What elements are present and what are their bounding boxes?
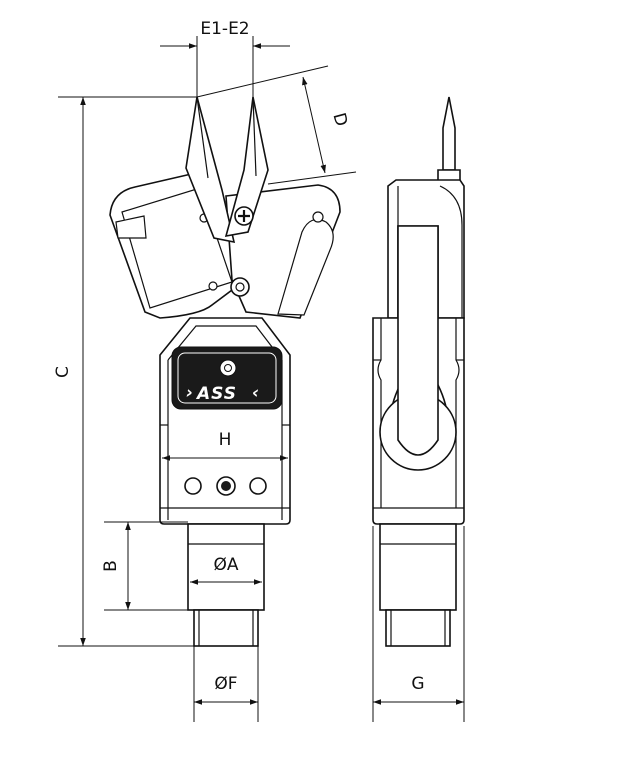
side-housing — [372, 225, 465, 525]
shaft — [187, 523, 265, 647]
label-e1-e2: E1-E2 — [200, 19, 249, 39]
logo-chevron-right-icon: ‹ — [252, 383, 260, 403]
dim-e1-e2 — [160, 36, 290, 97]
logo-chevron-left-icon: › — [186, 383, 194, 403]
dim-c — [58, 96, 197, 647]
dimension-labels: E1-E2 D C H B ØA ØF G — [53, 19, 425, 694]
jaw-screws — [230, 206, 254, 297]
side-view — [372, 96, 465, 647]
logo-plate: › ASS ‹ — [171, 346, 283, 410]
label-f: ØF — [214, 674, 237, 694]
dim-g — [372, 526, 465, 722]
label-a: ØA — [213, 555, 238, 575]
dim-b — [104, 521, 188, 611]
dim-d — [196, 65, 357, 185]
label-h: H — [219, 430, 232, 450]
side-shaft — [379, 523, 457, 647]
mounting-holes — [184, 476, 267, 496]
label-g: G — [411, 674, 424, 694]
dimension-lines — [58, 36, 465, 722]
dim-f — [193, 646, 259, 722]
label-b: B — [101, 560, 121, 572]
right-jaw-block — [225, 184, 341, 319]
label-d: D — [328, 111, 351, 129]
front-view: › ASS ‹ — [109, 96, 341, 647]
side-needle — [437, 96, 461, 183]
logo-text: ASS — [195, 384, 237, 404]
jaw-fingers — [185, 96, 269, 244]
label-c: C — [53, 366, 73, 378]
